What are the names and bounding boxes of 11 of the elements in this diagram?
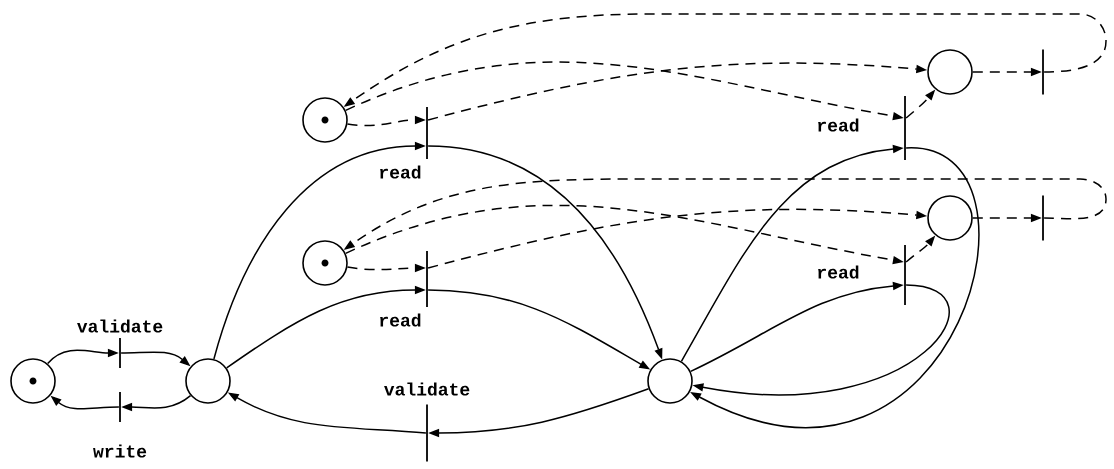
transition-label: read <box>380 313 421 327</box>
transition-label: read <box>380 165 421 179</box>
transition-label: validate <box>77 319 163 333</box>
transition-label: validate <box>384 382 470 396</box>
place-circle <box>927 49 973 95</box>
place-circle <box>927 195 973 241</box>
transition-label: write <box>93 444 147 458</box>
transition-label: read <box>818 118 859 132</box>
place-circle <box>185 358 231 404</box>
place-circle <box>647 358 693 404</box>
transition-label: read <box>818 265 859 279</box>
